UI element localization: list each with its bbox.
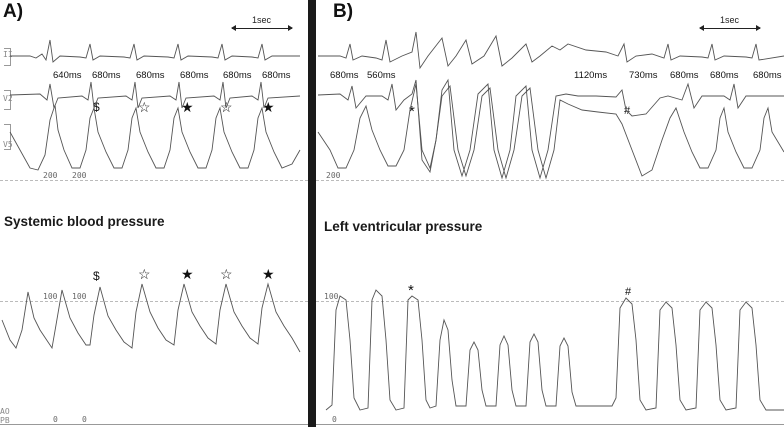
ecg-baseline-200	[316, 180, 784, 181]
bottom-baseline	[0, 424, 308, 425]
ecg-marker-open-star: ☆	[138, 99, 151, 115]
ecg-lead-ii-trace	[10, 39, 300, 63]
ref-100-label: 100	[43, 292, 58, 301]
rr-interval: 680ms	[710, 70, 739, 81]
lv-pressure-trace	[325, 289, 784, 411]
panel-b-traces	[317, 31, 784, 411]
ref-200-label: 200	[72, 171, 87, 180]
panel-b: B) 1sec 680ms 560ms 1120ms 730ms 680ms 6…	[316, 0, 784, 427]
rr-interval: 680ms	[92, 70, 121, 81]
ref-200-label: 200	[43, 171, 58, 180]
panel-a-traces	[1, 39, 301, 353]
ref-100-label: 100	[324, 292, 339, 301]
rr-interval: 680ms	[180, 70, 209, 81]
ref-0-label: 0	[53, 415, 58, 424]
bottom-baseline	[316, 424, 784, 425]
bp-marker-open-star: ☆	[220, 266, 233, 282]
bp-marker-open-star: ☆	[138, 266, 151, 282]
rr-interval: 680ms	[223, 70, 252, 81]
ecg-marker-asterisk: *	[409, 103, 415, 120]
rr-interval: 680ms	[136, 70, 165, 81]
systemic-bp-trace	[1, 282, 301, 353]
rr-interval: 680ms	[670, 70, 699, 81]
bp-marker-filled-star: ★	[262, 266, 275, 282]
bp-marker-dollar: $	[93, 269, 100, 283]
panel-a-scale-label: 1sec	[252, 15, 272, 25]
lv-marker-asterisk: *	[408, 282, 414, 299]
panel-b-caption: Left ventricular pressure	[324, 219, 483, 234]
lead-v2-label: V2	[3, 94, 13, 103]
ecg-marker-filled-star: ★	[262, 99, 275, 115]
ref-0-label: 0	[82, 415, 87, 424]
rr-interval: 1120ms	[574, 70, 608, 81]
rr-interval: 680ms	[753, 70, 782, 81]
ecg-lead-ii-trace	[318, 31, 784, 70]
ecg-lead-v2-trace	[317, 78, 784, 180]
lead-v2-box	[4, 90, 11, 110]
lead-v5-box	[4, 124, 11, 150]
rr-interval: 730ms	[629, 70, 658, 81]
bp-baseline-100	[0, 301, 308, 302]
panel-a: A) 1sec II V2 V5 640ms 680ms 680ms 680ms…	[0, 0, 308, 427]
lead-pb-label: PB	[0, 416, 10, 425]
ecg-marker-dollar: $	[93, 100, 100, 114]
lead-ao-label: AO	[0, 407, 10, 416]
ref-200-label: 200	[326, 171, 341, 180]
ecg-lead-v5-trace	[9, 104, 301, 171]
rr-interval: 680ms	[330, 70, 359, 81]
ref-0-label: 0	[332, 415, 337, 424]
ecg-lead-v5-trace	[317, 83, 784, 180]
lv-marker-hash: #	[625, 286, 632, 298]
panel-b-scale-label: 1sec	[720, 15, 740, 25]
panel-a-caption: Systemic blood pressure	[4, 214, 165, 229]
panel-divider	[308, 0, 316, 427]
lead-ii-label: II	[3, 50, 13, 59]
lead-ii-box	[4, 48, 11, 66]
lead-v5-label: V5	[3, 140, 13, 149]
panel-a-label: A)	[3, 1, 24, 22]
rr-interval: 640ms	[53, 70, 82, 81]
bp-marker-filled-star: ★	[181, 266, 194, 282]
ecg-lead-v2-trace	[9, 81, 301, 110]
panel-b-scale-arrow	[699, 25, 761, 31]
lv-baseline-100	[316, 301, 784, 302]
ref-100-label: 100	[72, 292, 87, 301]
ecg-baseline-200	[0, 180, 308, 181]
rr-interval: 560ms	[367, 70, 396, 81]
panel-b-label: B)	[333, 1, 354, 22]
rr-interval: 680ms	[262, 70, 291, 81]
panel-a-scale-arrow	[231, 25, 293, 31]
